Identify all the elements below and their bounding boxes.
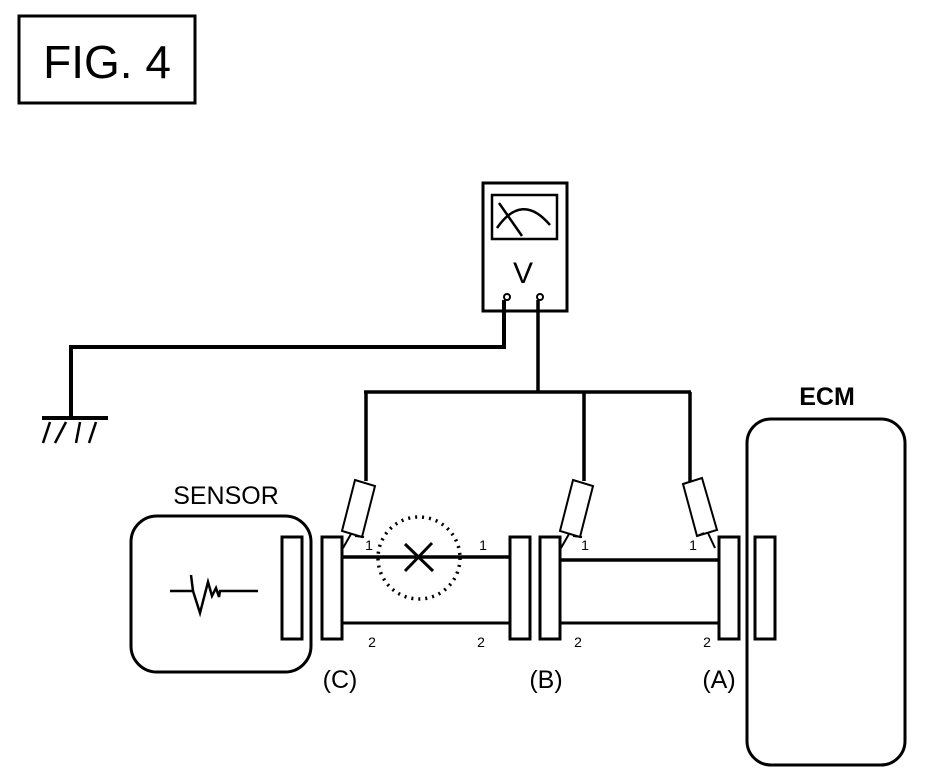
connector-b-pin1: 1 [581, 537, 589, 553]
connector-b-left-half [508, 535, 532, 641]
probe-a [681, 476, 719, 549]
connector-a: 1 2 (A) [689, 535, 741, 694]
probe-c [340, 478, 377, 549]
connector-b-right-half [538, 535, 562, 641]
sensor: SENSOR [129, 482, 313, 674]
meter-terminal-positive [536, 293, 544, 301]
meter-needle [497, 202, 524, 237]
meter-terminal-negative [503, 293, 511, 301]
figure-title: FIG. 4 [43, 36, 171, 88]
meter-scale-arc [495, 208, 551, 229]
fault-marker [376, 515, 462, 601]
connector-b-left-pin2: 2 [477, 634, 485, 650]
sensor-connector [280, 535, 304, 641]
connector-b-pin2: 2 [574, 634, 582, 650]
ecm: ECM [745, 383, 907, 767]
connector-c-label: (C) [323, 666, 358, 694]
connector-a-label: (A) [702, 666, 735, 694]
connector-b-left-pin1: 1 [479, 537, 487, 553]
probe-bus [364, 300, 692, 482]
sensor-label: SENSOR [173, 482, 279, 510]
connector-b: 1 2 1 2 (B) [477, 535, 589, 694]
ground-lead [69, 300, 506, 418]
connector-b-label: (B) [529, 666, 562, 694]
ground-icon [41, 416, 108, 444]
meter-symbol: V [513, 257, 533, 290]
harness-b-a [561, 558, 718, 625]
connector-c-pin2: 2 [368, 634, 376, 650]
connector-a-pin1: 1 [689, 537, 697, 553]
connector-c-pin1: 1 [365, 537, 373, 553]
voltmeter: V [481, 181, 569, 313]
waveform-signal-icon [170, 574, 258, 618]
connector-c: (C) 1 2 [320, 535, 376, 694]
ecm-connector [753, 535, 777, 641]
ecm-label: ECM [799, 383, 855, 411]
connector-a-pin2: 2 [703, 634, 711, 650]
probe-b [558, 478, 595, 549]
figure-title-box: FIG. 4 [17, 14, 197, 105]
harness-c-b [343, 555, 509, 625]
